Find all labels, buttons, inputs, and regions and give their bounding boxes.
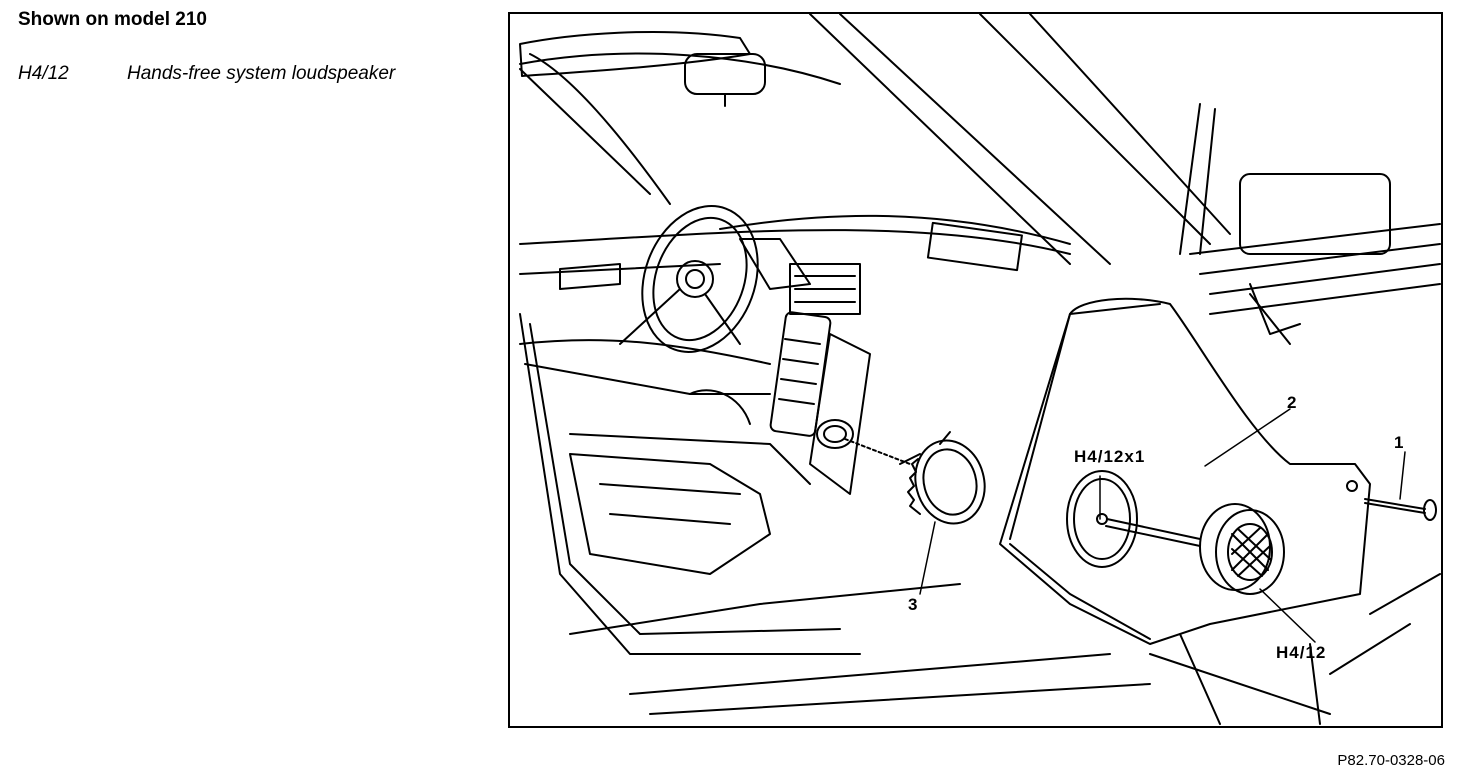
- callout-2: 2: [1287, 393, 1297, 412]
- vehicle-interior-diagram: 1 2 3 H4/12x1 H4/12: [508, 12, 1443, 728]
- door-trim-panel: [999, 173, 1441, 725]
- screw: [1346, 480, 1437, 521]
- legend-code: H4/12: [18, 63, 69, 84]
- center-console: [769, 311, 911, 495]
- speaker-trim-ring: [899, 431, 986, 525]
- callout-3: 3: [908, 595, 918, 614]
- leader-lines: [919, 408, 1406, 643]
- figure-reference: P82.70-0328-06: [1337, 752, 1445, 769]
- rearview-mirror: [519, 31, 766, 107]
- hands-free-loudspeaker: [1199, 503, 1285, 595]
- page-title: Shown on model 210: [18, 9, 207, 30]
- legend-description: Hands-free system loudspeaker: [127, 63, 396, 84]
- steering-wheel: [619, 205, 759, 353]
- dashboard: [519, 214, 1071, 395]
- windshield-lines: [519, 14, 1231, 265]
- callout-h412x1: H4/12x1: [1074, 447, 1145, 466]
- callout-1: 1: [1394, 433, 1404, 452]
- door-speaker-opening: [1066, 470, 1138, 568]
- seat-and-floor: [519, 313, 1151, 715]
- speaker-cable: [1105, 518, 1201, 547]
- callout-h412: H4/12: [1276, 643, 1326, 662]
